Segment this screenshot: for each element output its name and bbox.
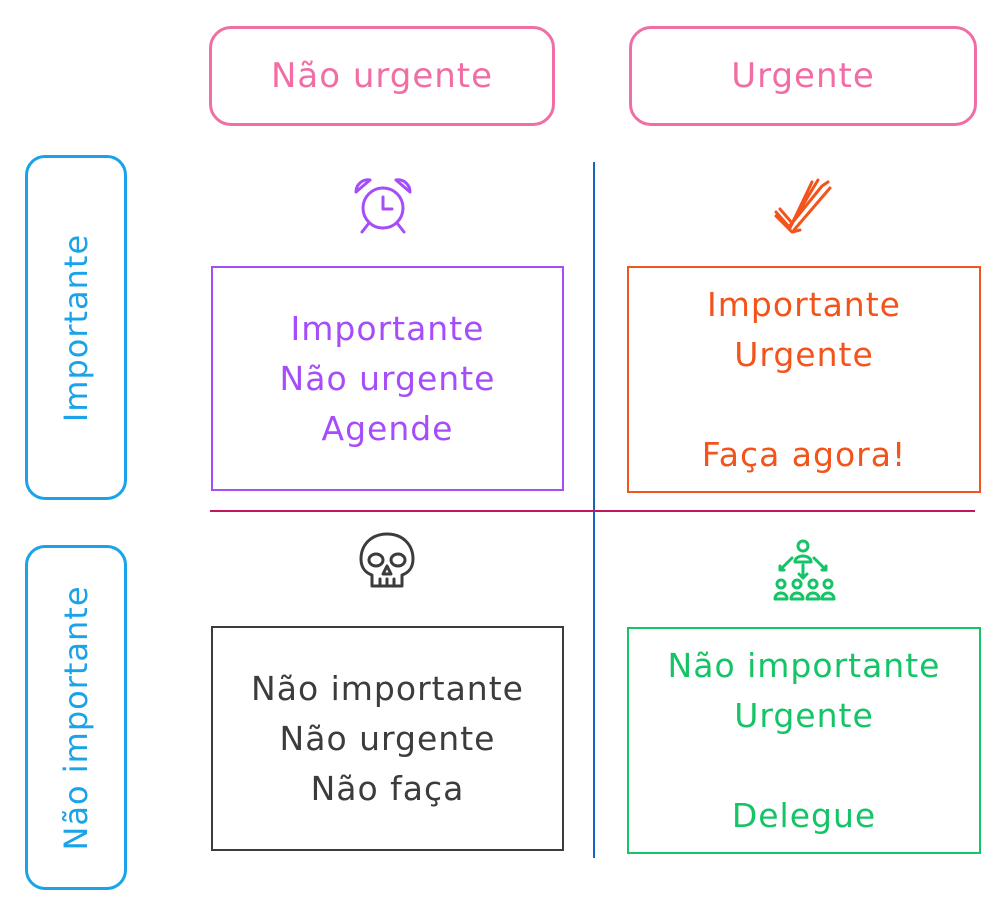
side-important: Importante xyxy=(25,155,127,500)
side-not-important-label: Não importante xyxy=(57,584,95,851)
team-hierarchy-icon xyxy=(773,539,836,601)
side-important-label: Importante xyxy=(57,233,95,422)
quadrant-dont-line1: Não importante xyxy=(251,668,524,708)
header-urgent-label: Urgente xyxy=(731,56,875,96)
quadrant-dont-action: Não faça xyxy=(310,768,465,808)
quadrant-schedule-line2: Não urgente xyxy=(279,358,496,398)
quadrant-schedule-line1: Importante xyxy=(290,308,485,348)
quadrant-dont-line2: Não urgente xyxy=(279,718,496,758)
side-not-important: Não importante xyxy=(25,545,127,890)
quadrant-do-now-action: Faça agora! xyxy=(701,434,907,474)
quadrant-delegate-line1: Não importante xyxy=(667,645,941,685)
horizontal-divider xyxy=(210,510,975,512)
quadrant-do-now-line1: Importante xyxy=(707,284,901,324)
header-not-urgent-label: Não urgente xyxy=(270,56,494,96)
quadrant-schedule: Importante Não urgente Agende xyxy=(211,266,564,491)
quadrant-do-now: Importante Urgente Faça agora! xyxy=(627,266,981,493)
quadrant-delegate-action: Delegue xyxy=(731,795,877,835)
quadrant-do-now-line2: Urgente xyxy=(734,334,874,374)
header-not-urgent: Não urgente xyxy=(209,26,555,126)
quadrant-delegate-line2: Urgente xyxy=(734,695,874,735)
quadrant-delegate: Não importante Urgente Delegue xyxy=(627,627,981,854)
checkmark-icon xyxy=(774,178,832,234)
quadrant-schedule-action: Agende xyxy=(321,408,454,448)
quadrant-dont: Não importante Não urgente Não faça xyxy=(211,626,564,851)
header-urgent: Urgente xyxy=(629,26,977,126)
skull-icon xyxy=(359,532,415,588)
alarm-clock-icon xyxy=(354,178,412,234)
